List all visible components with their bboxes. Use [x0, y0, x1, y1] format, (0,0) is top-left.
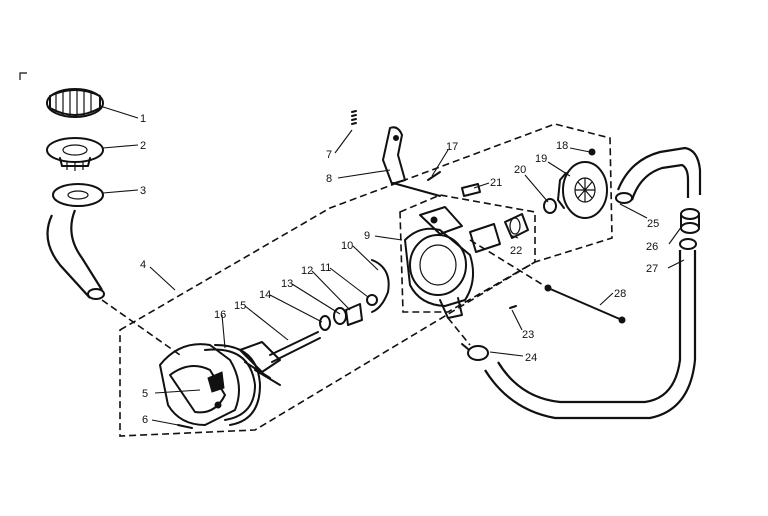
- corner-mark: [19, 72, 27, 80]
- callout-18: 18: [556, 140, 568, 152]
- callout-22: 22: [510, 245, 522, 257]
- o-ring: [371, 259, 390, 313]
- callout-14: 14: [259, 289, 271, 301]
- callout-6: 6: [142, 414, 148, 426]
- callout-12: 12: [301, 265, 313, 277]
- spring: [351, 110, 357, 125]
- hose-coupler: [680, 208, 700, 234]
- callout-9: 9: [364, 230, 370, 242]
- callout-15: 15: [234, 300, 246, 312]
- gasket: [52, 183, 104, 207]
- callout-10: 10: [341, 240, 353, 252]
- callout-7: 7: [326, 149, 332, 161]
- callout-19: 19: [535, 153, 547, 165]
- bottom-screw: [177, 424, 193, 429]
- callout-21: 21: [490, 177, 502, 189]
- callout-16: 16: [214, 309, 226, 321]
- callout-28: 28: [614, 288, 626, 300]
- callout-26: 26: [646, 241, 658, 253]
- callout-labels: 1 2 3 4 5 6 7 8 9 10 11 12 13 14 15 16 1…: [140, 113, 659, 426]
- callout-2: 2: [140, 140, 146, 152]
- seal-stack: [319, 294, 378, 331]
- callout-5: 5: [142, 388, 148, 400]
- pulley: [557, 148, 608, 219]
- screw: [427, 171, 441, 181]
- shaft: [239, 331, 321, 386]
- clamp-guide-line: [447, 317, 471, 346]
- callout-11: 11: [320, 262, 331, 274]
- washer: [543, 198, 557, 214]
- callout-13: 13: [281, 278, 293, 290]
- callout-1: 1: [140, 113, 146, 125]
- callout-8: 8: [326, 173, 332, 185]
- coupling: [461, 183, 529, 239]
- hose-connection-line: [101, 299, 181, 356]
- assembly-outline: [119, 123, 613, 437]
- pump-housing: [404, 206, 501, 319]
- callout-27: 27: [646, 263, 658, 275]
- upper-hose: [615, 146, 702, 204]
- impeller-housing: [159, 343, 261, 426]
- lever: [382, 126, 441, 197]
- callout-25: 25: [647, 218, 659, 230]
- callout-23: 23: [522, 329, 534, 341]
- hose-clamp: [461, 343, 489, 361]
- outlet-hose: [484, 238, 697, 420]
- housing-outline: [399, 194, 536, 313]
- callout-4: 4: [140, 259, 146, 271]
- leader-lines: [99, 105, 685, 426]
- pin: [509, 305, 517, 309]
- callout-24: 24: [525, 352, 537, 364]
- filter-cap: [46, 88, 104, 118]
- callout-3: 3: [140, 185, 146, 197]
- callout-20: 20: [514, 164, 526, 176]
- inlet-hose: [46, 209, 105, 300]
- callout-17: 17: [446, 141, 458, 153]
- rod: [547, 287, 623, 321]
- strainer: [46, 137, 104, 171]
- rod-guide-line: [469, 239, 549, 289]
